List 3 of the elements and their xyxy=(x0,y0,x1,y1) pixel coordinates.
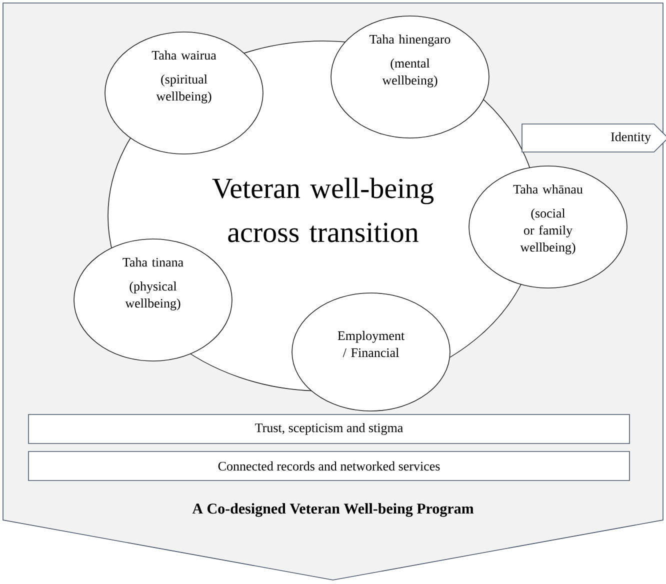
arrow-tag: Identity xyxy=(522,124,666,152)
band-box: Connected records and networked services xyxy=(28,451,630,481)
band-box: Trust, scepticism and stigma xyxy=(28,414,630,444)
